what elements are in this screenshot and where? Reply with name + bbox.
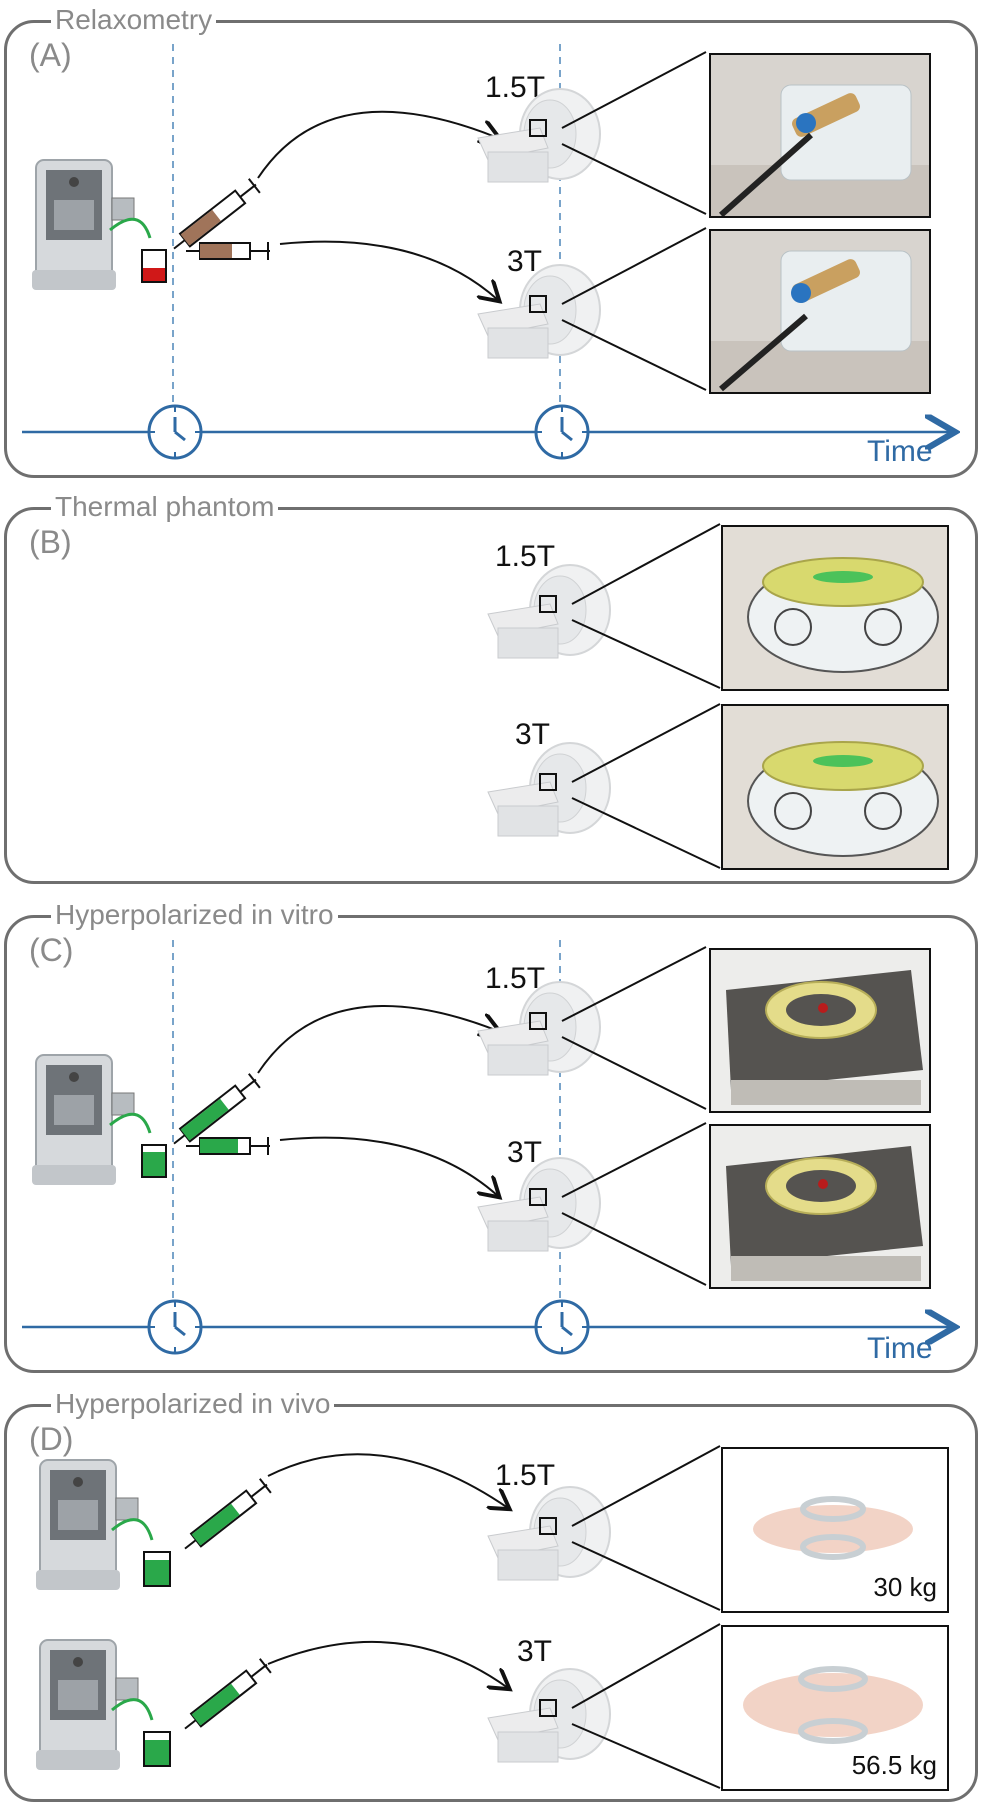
in-vitro-phantom-photo-1-5t	[709, 948, 931, 1113]
panel-letter-b: (B)	[29, 524, 72, 560]
field-label-3t-b: 3T	[515, 718, 551, 751]
panel-d-drawing	[35, 1445, 721, 1789]
panel-a-drawing	[22, 44, 950, 460]
transfer-tube	[109, 217, 152, 239]
mr-scanner-icon	[487, 1486, 611, 1581]
pig-photo-30kg: 30 kg	[721, 1447, 949, 1613]
weight-label-56-5kg: 56.5 kg	[851, 1750, 937, 1780]
clock-icon	[534, 404, 590, 460]
thermal-phantom-photo-1-5t	[721, 525, 949, 691]
zoom-line	[561, 51, 707, 129]
polarizer-icon	[35, 1639, 139, 1771]
zoom-line	[561, 1122, 707, 1198]
phantom-photo-relaxometry-1-5t	[709, 53, 931, 218]
zoom-line	[561, 227, 707, 305]
syringe-icon	[173, 1073, 261, 1145]
field-label-1-5t-d: 1.5T	[495, 1459, 556, 1492]
clock-icon	[147, 404, 203, 460]
transfer-tube	[109, 1112, 152, 1134]
zoom-line	[571, 1445, 721, 1527]
mr-scanner-icon	[487, 564, 611, 659]
injection-arrow	[257, 1005, 498, 1074]
thermal-phantom-photo-3t	[721, 704, 949, 870]
panel-letter-c: (C)	[29, 932, 74, 968]
panel-relaxometry: Relaxometry (A) 1.5T 3T Time	[4, 3, 978, 478]
injection-arrow	[267, 1453, 508, 1508]
mr-scanner-icon	[477, 88, 601, 183]
zoom-line	[561, 1212, 707, 1286]
syringe-icon	[186, 1137, 270, 1155]
zoom-line	[571, 703, 721, 783]
injection-arrow	[267, 1640, 508, 1688]
time-label-c: Time	[867, 1332, 933, 1365]
panel-letter-d: (D)	[29, 1421, 74, 1457]
transfer-tube	[111, 1698, 154, 1721]
zoom-line	[571, 523, 721, 605]
zoom-line	[571, 1623, 721, 1709]
syringe-icon	[186, 242, 270, 260]
weight-label-30kg: 30 kg	[873, 1572, 937, 1602]
syringe-icon	[173, 178, 261, 250]
panel-title-d: Hyperpolarized in vivo	[51, 1387, 335, 1421]
transfer-tube	[111, 1518, 154, 1541]
zoom-line	[561, 946, 707, 1022]
clock-icon	[147, 1299, 203, 1355]
mr-scanner-icon	[477, 264, 601, 359]
syringe-icon	[184, 1658, 272, 1730]
zoom-line	[571, 619, 721, 689]
panel-title-b: Thermal phantom	[51, 490, 279, 524]
zoom-line	[571, 797, 721, 869]
panel-hyperpolarized-in-vitro: Hyperpolarized in vitro (C) 1.5T 3T Time	[4, 898, 978, 1373]
phantom-photo-relaxometry-3t	[709, 229, 931, 394]
panel-title-a: Relaxometry	[51, 3, 217, 37]
pig-photo-56-5kg: 56.5 kg	[721, 1625, 949, 1791]
panel-thermal-phantom: Thermal phantom (B) 1.5T 3T	[4, 490, 978, 884]
zoom-line	[561, 319, 707, 391]
time-label-a: Time	[867, 435, 933, 468]
injection-arrow	[257, 110, 498, 179]
panel-c-drawing	[22, 940, 950, 1355]
polarizer-icon	[35, 1459, 139, 1591]
field-label-1-5t-c: 1.5T	[485, 962, 546, 995]
mr-scanner-icon	[477, 981, 601, 1076]
zoom-line	[571, 1723, 721, 1789]
injection-arrow	[279, 1136, 498, 1196]
panel-title-c: Hyperpolarized in vitro	[51, 898, 338, 932]
syringe-icon	[184, 1478, 272, 1550]
field-label-3t-d: 3T	[517, 1635, 553, 1668]
panel-letter-a: (A)	[29, 37, 72, 73]
zoom-line	[571, 1541, 721, 1611]
zoom-line	[561, 143, 707, 215]
in-vitro-phantom-photo-3t	[709, 1124, 931, 1289]
mr-scanner-icon	[487, 742, 611, 837]
field-label-1-5t-b: 1.5T	[495, 540, 556, 573]
panel-b-drawing	[487, 523, 721, 869]
mr-scanner-icon	[487, 1668, 611, 1763]
mr-scanner-icon	[477, 1157, 601, 1252]
field-label-3t-c: 3T	[507, 1136, 543, 1169]
zoom-line	[561, 1036, 707, 1110]
clock-icon	[534, 1299, 590, 1355]
injection-arrow	[279, 240, 498, 300]
